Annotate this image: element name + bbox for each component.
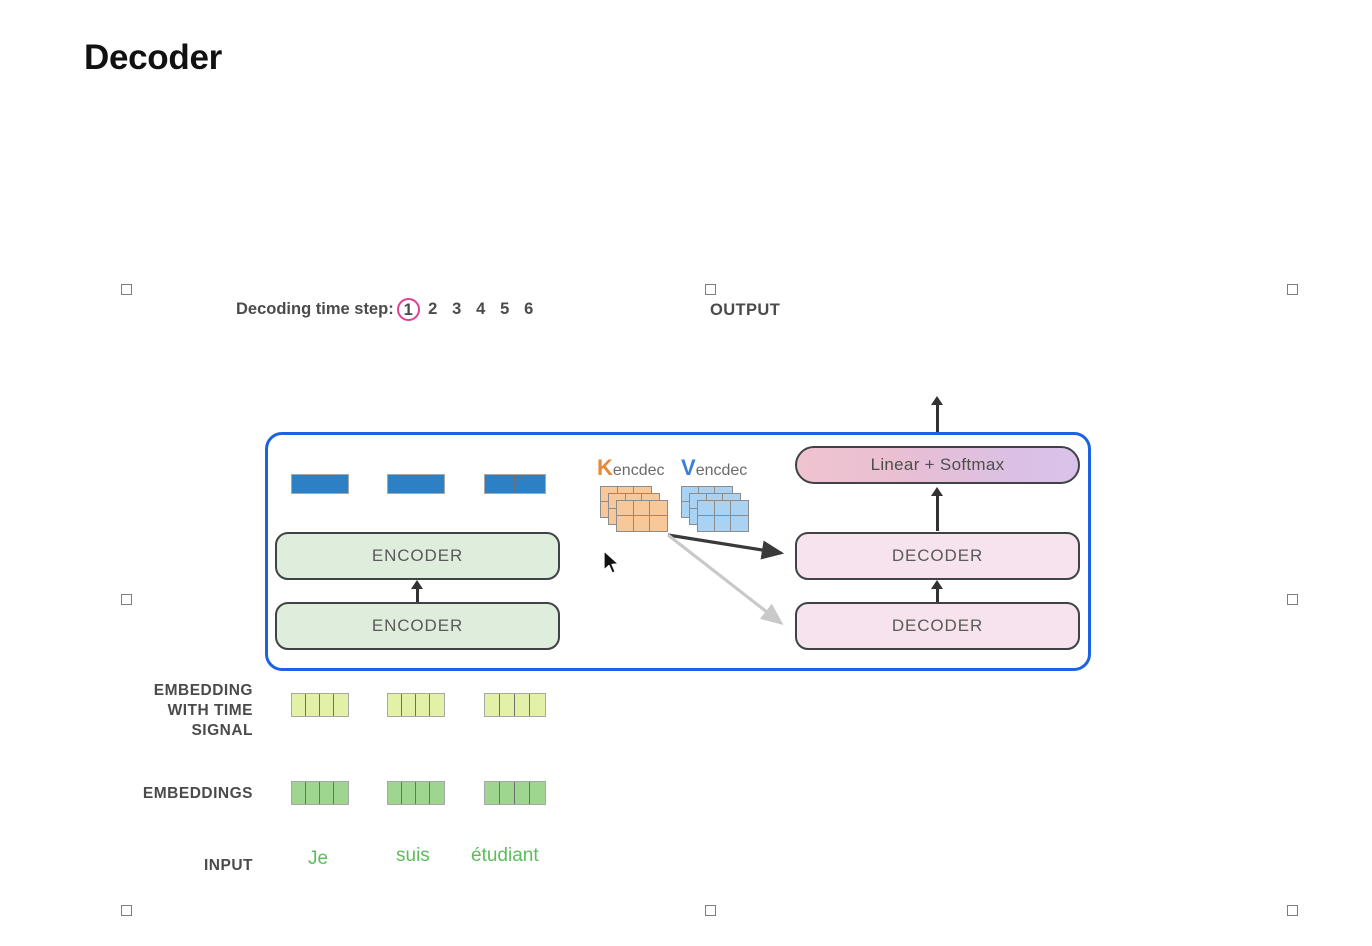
embedding-with-time-signal-line-3: SIGNAL xyxy=(191,722,253,739)
selection-handle-middle-right[interactable] xyxy=(1287,594,1298,605)
k-encdec-label: Kencdec xyxy=(597,455,664,481)
time-signal-vector-1 xyxy=(291,693,349,717)
time-step-1[interactable]: 1 xyxy=(396,298,420,321)
decoding-time-step-label: Decoding time step: xyxy=(236,300,394,318)
time-step-2[interactable]: 2 xyxy=(428,300,438,318)
selection-handle-top-right[interactable] xyxy=(1287,284,1298,295)
k-encdec-prefix: K xyxy=(597,455,613,480)
kv-to-decoder-arrows xyxy=(667,533,785,625)
input-word-3: étudiant xyxy=(471,845,539,866)
output-label: OUTPUT xyxy=(710,301,781,319)
encoder-output-vector-3 xyxy=(484,474,546,494)
encoder-box-top[interactable]: ENCODER xyxy=(275,532,560,580)
v-encdec-label: Vencdec xyxy=(681,455,747,481)
encoder-box-bottom[interactable]: ENCODER xyxy=(275,602,560,650)
embedding-vector-2 xyxy=(387,781,445,805)
input-word-2: suis xyxy=(396,845,430,866)
time-step-4[interactable]: 4 xyxy=(476,300,486,318)
time-step-5[interactable]: 5 xyxy=(500,300,510,318)
time-step-3[interactable]: 3 xyxy=(452,300,462,318)
selection-handle-bottom-left[interactable] xyxy=(121,905,132,916)
embedding-vector-3 xyxy=(484,781,546,805)
time-signal-vector-2 xyxy=(387,693,445,717)
linear-softmax-label: Linear + Softmax xyxy=(870,455,1005,474)
decoder-label-top: DECODER xyxy=(891,546,984,565)
k-encdec-matrix-stack xyxy=(600,486,672,536)
time-signal-vector-3 xyxy=(484,693,546,717)
time-step-6[interactable]: 6 xyxy=(524,300,534,318)
mouse-pointer-icon xyxy=(603,550,620,574)
input-word-1: Je xyxy=(308,848,329,869)
decoder-box-bottom[interactable]: DECODER xyxy=(795,602,1080,650)
embeddings-label: EMBEDDINGS xyxy=(142,785,253,802)
embedding-vector-1 xyxy=(291,781,349,805)
decoder-box-top[interactable]: DECODER xyxy=(795,532,1080,580)
selection-handle-top-left[interactable] xyxy=(121,284,132,295)
selection-handle-middle-left[interactable] xyxy=(121,594,132,605)
embedding-with-time-signal-label: EMBEDDING WITH TIME SIGNAL xyxy=(88,681,253,741)
embedding-with-time-signal-line-2: WITH TIME xyxy=(167,702,253,719)
encoder-label-bottom: ENCODER xyxy=(371,616,464,635)
decoder-label-bottom: DECODER xyxy=(891,616,984,635)
embedding-with-time-signal-line-1: EMBEDDING xyxy=(153,682,253,699)
input-label: INPUT xyxy=(204,857,253,874)
encoder-output-vector-2 xyxy=(387,474,445,494)
selection-handle-bottom-center[interactable] xyxy=(705,905,716,916)
selection-handle-bottom-right[interactable] xyxy=(1287,905,1298,916)
v-encdec-subscript: encdec xyxy=(695,462,748,479)
v-encdec-prefix: V xyxy=(681,455,696,480)
page-title: Decoder xyxy=(84,38,222,77)
selection-handle-top-center[interactable] xyxy=(705,284,716,295)
decoding-time-step-row: Decoding time step: 1 2 3 4 5 6 xyxy=(236,298,541,321)
linear-softmax-box[interactable]: Linear + Softmax xyxy=(795,446,1080,484)
encoder-label-top: ENCODER xyxy=(371,546,464,565)
k-encdec-subscript: encdec xyxy=(612,462,665,479)
encoder-output-vector-1 xyxy=(291,474,349,494)
v-encdec-matrix-stack xyxy=(681,486,753,536)
